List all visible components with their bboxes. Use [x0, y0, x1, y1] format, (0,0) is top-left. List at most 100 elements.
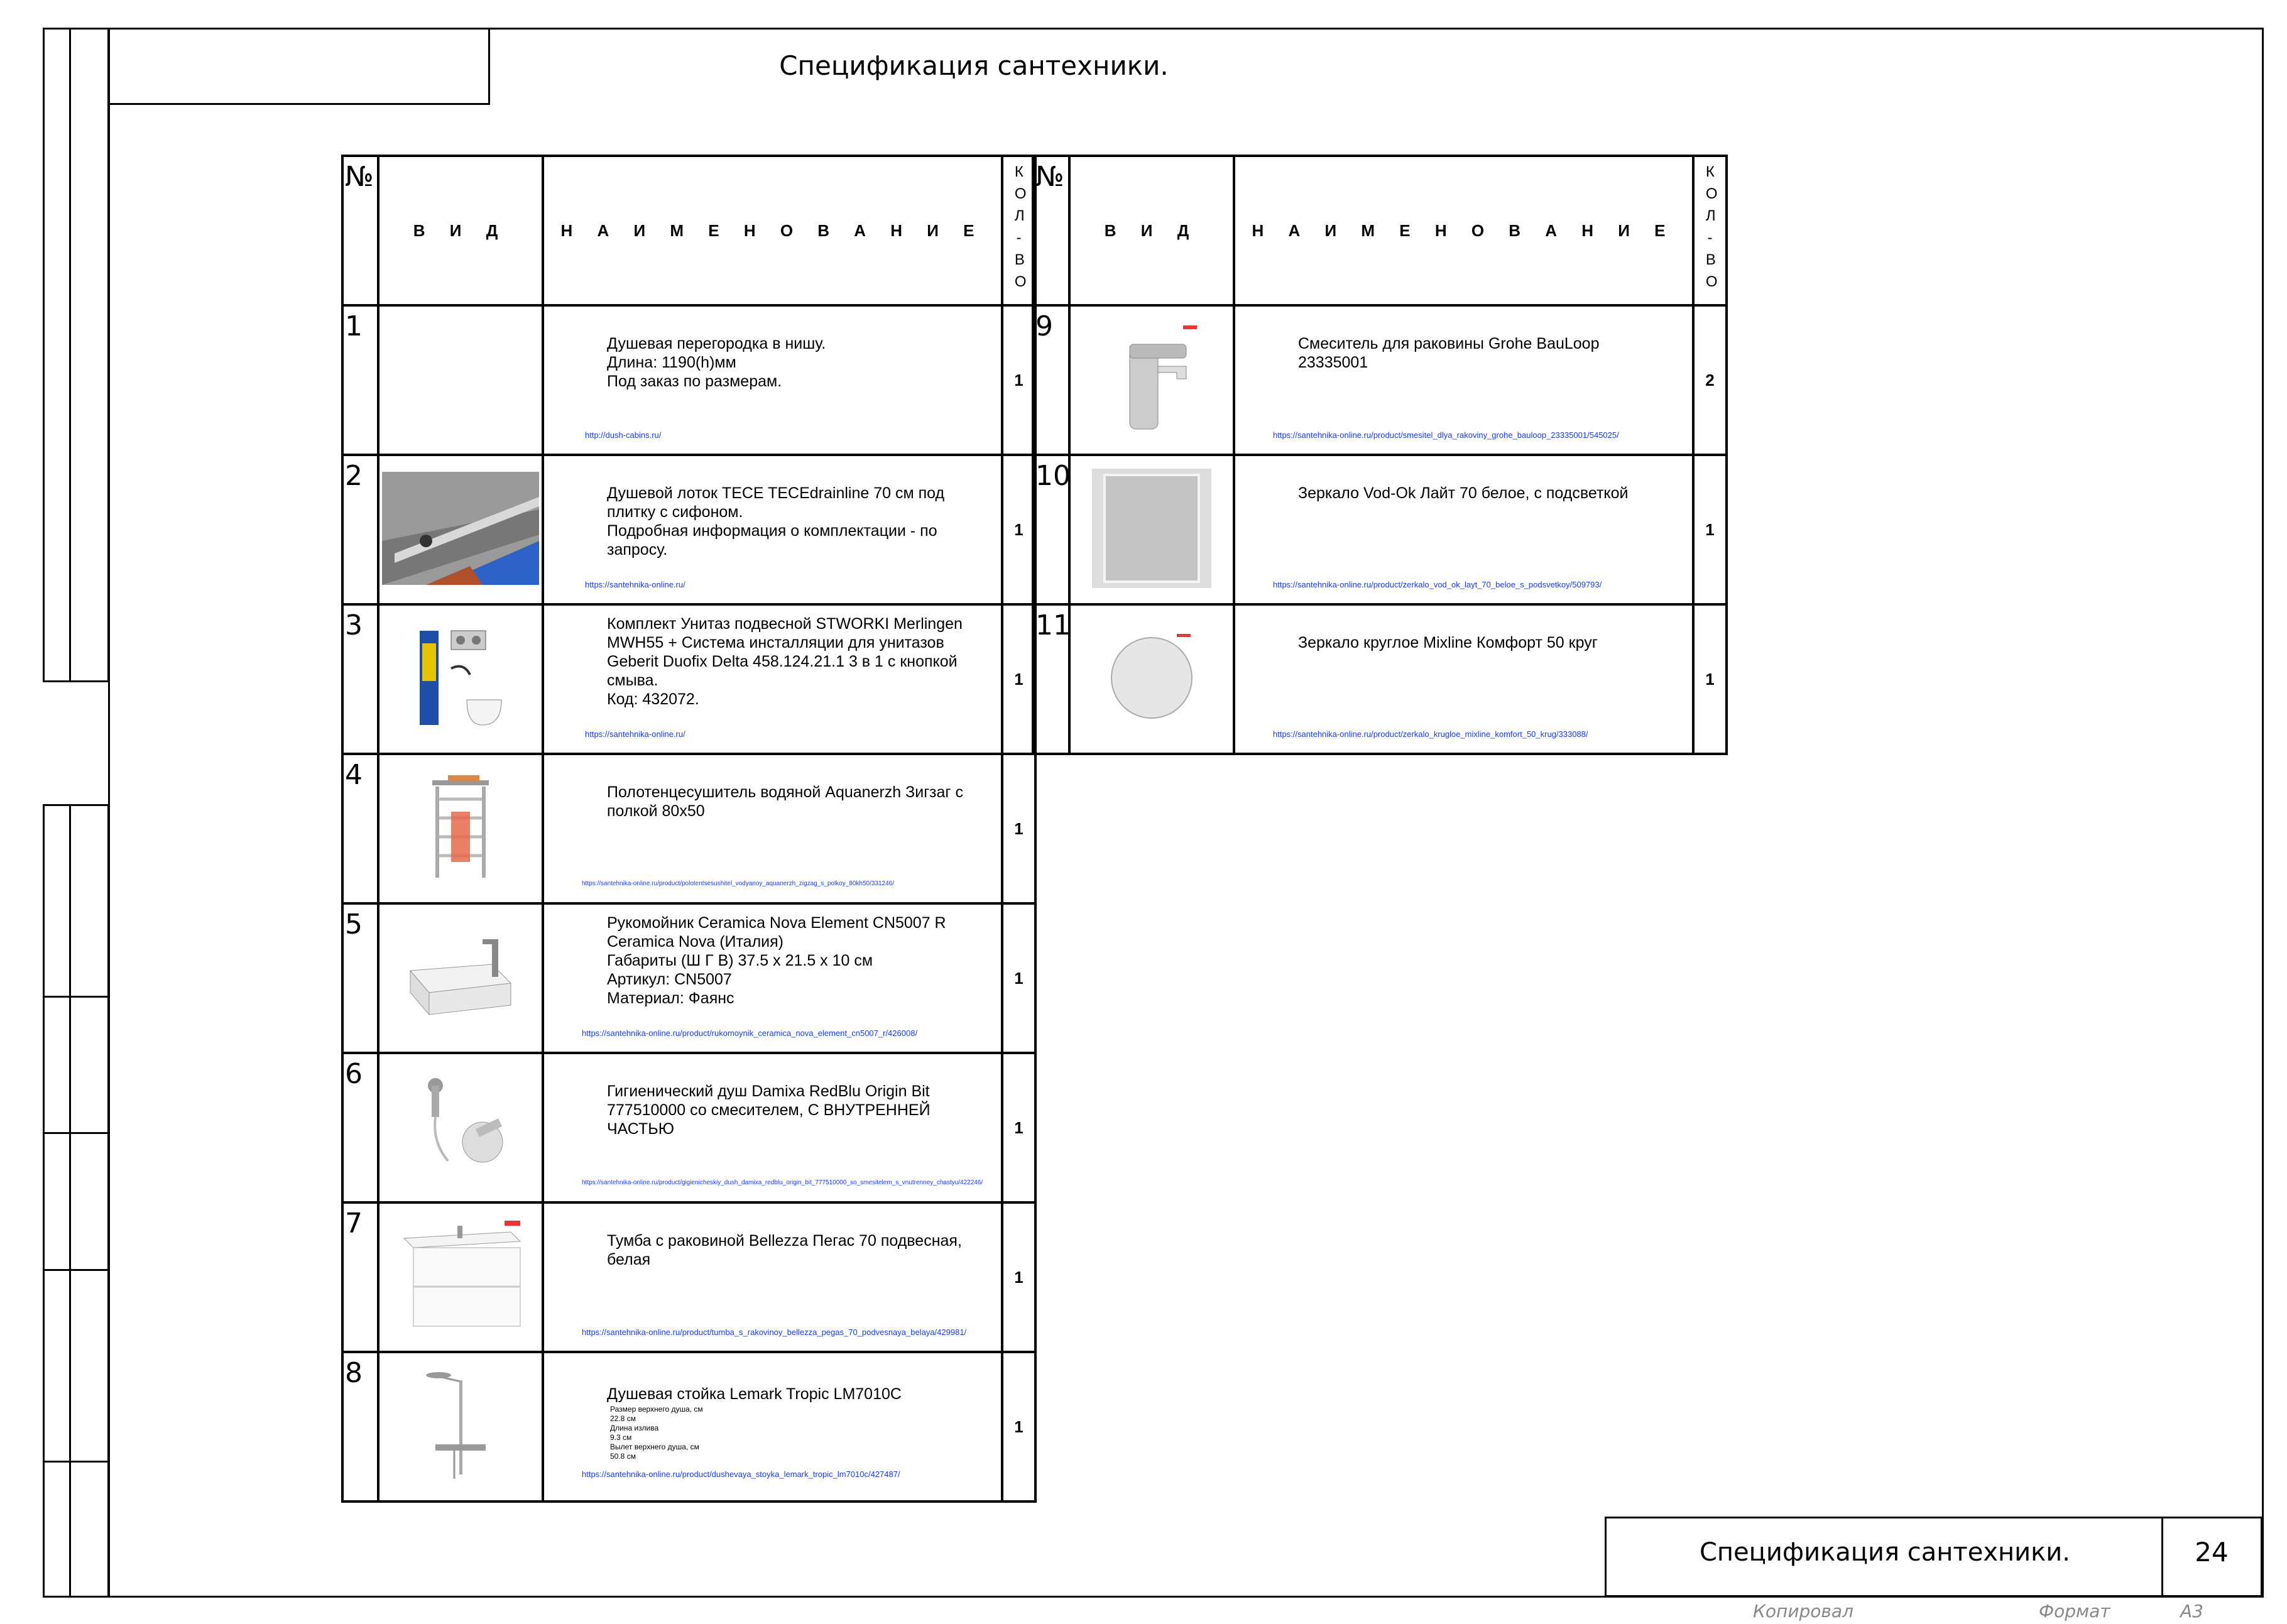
- row-number: 6: [341, 1052, 379, 1204]
- product-name-cell: Душевой лоток TECE TECEdrainline 70 см п…: [542, 454, 1003, 606]
- header-name: Н А И М Е Н О В А Н И Е: [542, 155, 1003, 307]
- quantity: 2: [1692, 304, 1728, 456]
- spec-table-right: № В И Д Н А И М Е Н О В А Н И Е К О Л - …: [1032, 155, 1728, 755]
- product-name: Комплект Унитаз подвесной STWORKI Merlin…: [607, 615, 963, 708]
- product-detail-line: 22.8 см: [610, 1414, 636, 1423]
- footer-format-label: Формат: [2039, 1601, 2110, 1621]
- spec-table-left: № В И Д Н А И М Е Н О В А Н И Е К О Л - …: [341, 155, 1037, 1503]
- quantity: 1: [1692, 454, 1728, 606]
- drain-icon: [382, 471, 539, 587]
- product-name-cell: Полотенцесушитель водяной Aquanerzh Зигз…: [542, 753, 1003, 905]
- header-qty: К О Л - В О: [1001, 155, 1037, 307]
- table-row: 7 Тумба с раковиной Bellezza Пегас 70 под…: [341, 1201, 1037, 1353]
- header-name: Н А И М Е Н О В А Н И Е: [1233, 155, 1695, 307]
- product-name: Душевой лоток TECE TECEdrainline 70 см п…: [607, 484, 945, 559]
- shower-column-icon: [423, 1371, 498, 1491]
- product-image-cell: [377, 1052, 544, 1204]
- header-view: В И Д: [1068, 155, 1235, 307]
- product-name-cell: Комплект Унитаз подвесной STWORKI Merlin…: [542, 603, 1003, 755]
- product-name-cell: Зеркало Vod-Ok Лайт 70 белое, с подсветк…: [1233, 454, 1695, 606]
- product-image-cell: [1068, 304, 1235, 456]
- quantity: 1: [1001, 753, 1037, 905]
- product-image-cell: [377, 902, 544, 1054]
- toilet-set-icon: [413, 630, 508, 734]
- table-header-row: № В И Д Н А И М Е Н О В А Н И Е К О Л - …: [1032, 155, 1728, 307]
- product-link[interactable]: https://santehnika-online.ru/product/zer…: [1273, 729, 1588, 739]
- product-image-cell: [377, 1201, 544, 1353]
- product-link[interactable]: https://santehnika-online.ru/product/dus…: [582, 1469, 900, 1479]
- quantity: 1: [1001, 1201, 1037, 1353]
- quantity: 1: [1001, 1052, 1037, 1204]
- quantity: 1: [1001, 454, 1037, 606]
- product-name: Смеситель для раковины Grohe BauLoop 233…: [1298, 335, 1600, 371]
- row-number: 3: [341, 603, 379, 755]
- table-row: 10 Зеркало Vod-Ok Лайт 70 белое, с подсве…: [1032, 454, 1728, 606]
- table-header-row: № В И Д Н А И М Е Н О В А Н И Е К О Л - …: [341, 155, 1037, 307]
- hygienic-shower-icon: [410, 1077, 511, 1182]
- table-row: 4 Полотенцесушитель водяной Aquanerzh Зиг…: [341, 753, 1037, 905]
- product-detail-line: Длина излива: [610, 1424, 659, 1432]
- row-number: 11: [1032, 603, 1071, 755]
- product-link[interactable]: https://santehnika-online.ru/product/pol…: [582, 880, 895, 887]
- washbasin-icon: [404, 939, 517, 1023]
- product-link[interactable]: https://santehnika-online.ru/product/ruk…: [582, 1028, 918, 1038]
- product-name: Рукомойник Ceramica Nova Element CN5007 …: [607, 914, 946, 1007]
- product-image-cell: [377, 603, 544, 755]
- product-name: Тумба с раковиной Bellezza Пегас 70 подв…: [607, 1232, 962, 1268]
- row-number: 1: [341, 304, 379, 456]
- mirror-rect-icon: [1092, 468, 1211, 591]
- product-image-cell: [1068, 454, 1235, 606]
- product-link[interactable]: https://santehnika-online.ru/: [585, 580, 685, 589]
- product-name-cell: Рукомойник Ceramica Nova Element CN5007 …: [542, 902, 1003, 1054]
- row-number: 7: [341, 1201, 379, 1353]
- product-name-cell: Зеркало круглое Mixline Комфорт 50 круг h…: [1233, 603, 1695, 755]
- product-name-cell: Тумба с раковиной Bellezza Пегас 70 подв…: [542, 1201, 1003, 1353]
- product-detail-line: Размер верхнего душа, см: [610, 1405, 703, 1414]
- footer-format-value: А3: [2180, 1601, 2203, 1621]
- table-row: 5 Рукомойник Ceramica Nova Element CN5007…: [341, 902, 1037, 1054]
- mirror-round-icon: [1108, 633, 1196, 724]
- quantity: 1: [1001, 603, 1037, 755]
- table-row: 3 Комплект Унитаз подвесной STWORKI Merli…: [341, 603, 1037, 755]
- product-name: Душевая перегородка в нишу. Длина: 1190(…: [607, 335, 826, 390]
- table-row: 9 Смеситель для раковины Grohe BauLoop 23…: [1032, 304, 1728, 456]
- product-image-cell: [1068, 603, 1235, 755]
- header-qty: К О Л - В О: [1692, 155, 1728, 307]
- product-name-cell: Смеситель для раковины Grohe BauLoop 233…: [1233, 304, 1695, 456]
- top-left-box: [108, 28, 490, 105]
- binding-strip-bottom: [43, 804, 109, 1598]
- product-link[interactable]: https://santehnika-online.ru/product/gig…: [582, 1179, 983, 1186]
- product-name-cell: Душевая перегородка в нишу. Длина: 1190(…: [542, 304, 1003, 456]
- product-link[interactable]: https://santehnika-online.ru/product/zer…: [1273, 580, 1602, 589]
- product-name-cell: Душевая стойка Lemark Tropic LM7010C Разм…: [542, 1351, 1003, 1503]
- product-image-cell: [377, 1351, 544, 1503]
- vanity-icon: [398, 1220, 523, 1335]
- product-link[interactable]: http://dush-cabins.ru/: [585, 430, 662, 440]
- drawing-frame: [108, 28, 2264, 1598]
- product-name: Полотенцесушитель водяной Aquanerzh Зигз…: [607, 783, 963, 820]
- towel-dryer-icon: [423, 775, 498, 883]
- product-name: Зеркало Vod-Ok Лайт 70 белое, с подсветк…: [1298, 484, 1629, 502]
- header-num: №: [341, 155, 379, 307]
- product-link[interactable]: https://santehnika-online.ru/: [585, 729, 685, 739]
- row-number: 9: [1032, 304, 1071, 456]
- table-row: 6 Гигиенический душ Damixa RedBlu Origin …: [341, 1052, 1037, 1204]
- quantity: 1: [1001, 304, 1037, 456]
- product-link[interactable]: https://santehnika-online.ru/product/sme…: [1273, 430, 1619, 440]
- quantity: 1: [1001, 1351, 1037, 1503]
- row-number: 4: [341, 753, 379, 905]
- table-row: 11 Зеркало круглое Mixline Комфорт 50 кру…: [1032, 603, 1728, 755]
- row-number: 10: [1032, 454, 1071, 606]
- product-name: Душевая стойка Lemark Tropic LM7010C: [607, 1385, 902, 1403]
- quantity: 1: [1692, 603, 1728, 755]
- product-link[interactable]: https://santehnika-online.ru/product/tum…: [582, 1327, 967, 1337]
- product-name-cell: Гигиенический душ Damixa RedBlu Origin B…: [542, 1052, 1003, 1204]
- row-number: 5: [341, 902, 379, 1054]
- faucet-icon: [1105, 325, 1199, 438]
- product-name: Зеркало круглое Mixline Комфорт 50 круг: [1298, 634, 1598, 651]
- header-view: В И Д: [377, 155, 544, 307]
- binding-strip-top: [43, 28, 109, 682]
- product-name: Гигиенический душ Damixa RedBlu Origin B…: [607, 1082, 931, 1138]
